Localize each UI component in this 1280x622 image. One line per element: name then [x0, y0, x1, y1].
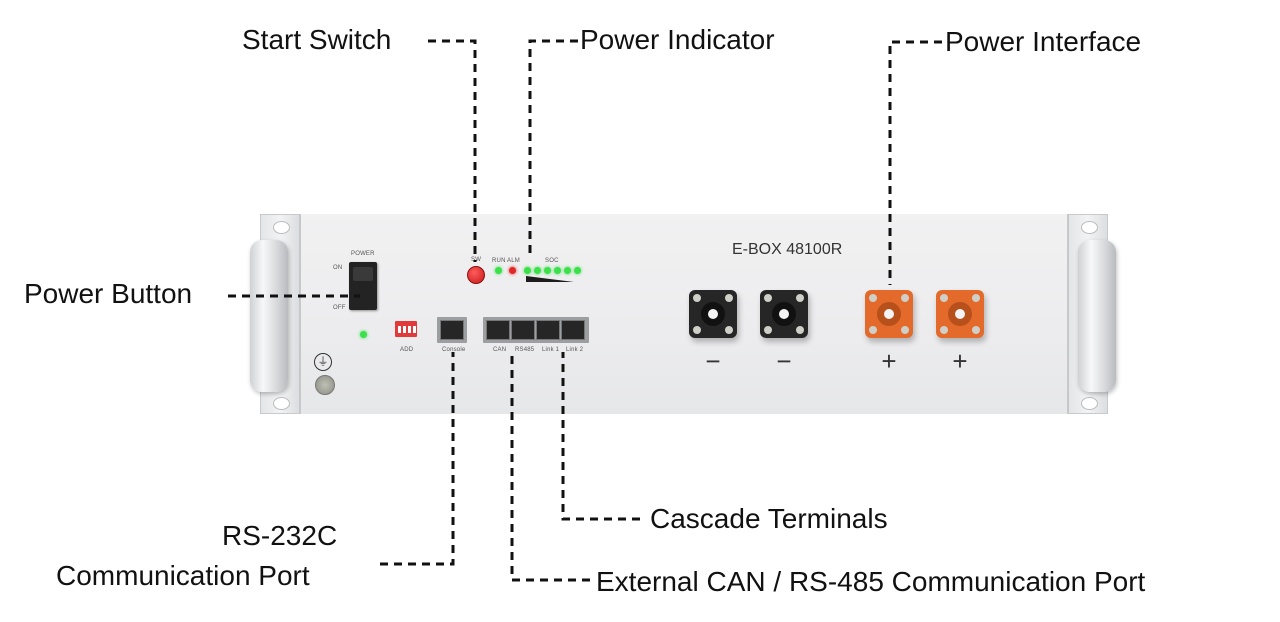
rs485-port[interactable] [511, 320, 535, 340]
polarity-label: + [881, 346, 897, 376]
polarity-label: − [776, 346, 792, 376]
run-led [495, 267, 502, 274]
off-label: OFF [333, 305, 346, 311]
soc-gauge-wedge [526, 276, 574, 282]
earth-ground-icon: ⏚ [314, 353, 332, 371]
link2-label: Link 2 [566, 347, 584, 353]
ground-bolt [315, 375, 335, 395]
callout-power-indicator: Power Indicator [580, 24, 775, 55]
polarity-label: − [705, 346, 721, 376]
power-rocker-switch[interactable] [349, 262, 377, 310]
model-label: E-BOX 48100R [732, 241, 843, 258]
link2-port[interactable] [561, 320, 585, 340]
soc-led [554, 267, 561, 274]
power-label: POWER [351, 251, 375, 257]
mount-hole [273, 221, 290, 234]
link1-port[interactable] [536, 320, 560, 340]
callout-start-switch: Start Switch [242, 24, 392, 55]
run-label: RUN [492, 258, 506, 264]
callout-rs232-line2: Communication Port [56, 560, 310, 591]
console-label: Console [442, 347, 466, 353]
callout-external-can: External CAN / RS-485 Communication Port [596, 566, 1146, 597]
start-switch-button[interactable] [467, 266, 485, 284]
comm-ports-frame [483, 317, 589, 343]
callout-power-interface: Power Interface [945, 26, 1142, 57]
address-dip-switch[interactable] [395, 321, 417, 337]
soc-led [524, 267, 531, 274]
link1-label: Link 1 [542, 347, 560, 353]
can-port[interactable] [486, 320, 510, 340]
soc-led [564, 267, 571, 274]
mount-hole [1081, 397, 1098, 410]
positive-terminal[interactable] [865, 290, 913, 338]
rs485-label: RS485 [515, 347, 535, 353]
right-handle [1078, 240, 1116, 392]
callout-cascade-terminals: Cascade Terminals [650, 503, 888, 534]
console-port-frame [437, 317, 467, 343]
soc-led [534, 267, 541, 274]
negative-terminal[interactable] [689, 290, 737, 338]
soc-led [574, 267, 581, 274]
positive-terminal[interactable] [936, 290, 984, 338]
soc-label: SOC [545, 258, 559, 264]
alm-led [509, 267, 516, 274]
alm-label: ALM [507, 258, 520, 264]
callout-rs232-line1: RS-232C [222, 520, 338, 551]
negative-terminal[interactable] [760, 290, 808, 338]
add-label: ADD [400, 347, 414, 353]
on-label: ON [333, 265, 343, 271]
console-port[interactable] [440, 320, 464, 340]
power-led [360, 331, 367, 338]
mount-hole [1081, 221, 1098, 234]
polarity-label: + [952, 346, 968, 376]
mount-hole [273, 397, 290, 410]
soc-led [544, 267, 551, 274]
callout-power-button: Power Button [24, 278, 193, 309]
left-handle [250, 240, 288, 392]
sw-label: SW [471, 257, 482, 263]
can-label: CAN [493, 347, 507, 353]
